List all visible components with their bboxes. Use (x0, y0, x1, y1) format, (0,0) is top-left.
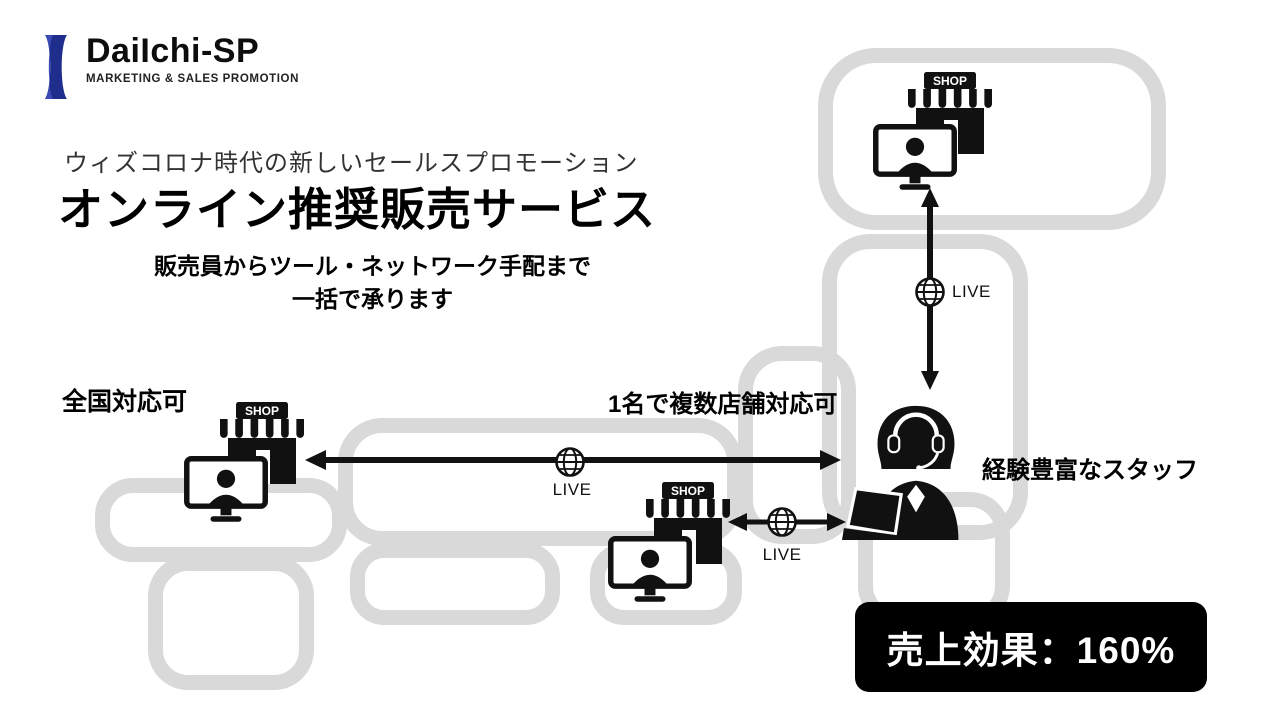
live-label: LIVE (552, 480, 592, 499)
shop-sign-text: SHOP (245, 404, 279, 418)
label-multi-store: 1名で複数店舗対応可 (608, 391, 838, 418)
map-shape-kyushu (148, 556, 314, 690)
globe-icon (915, 277, 945, 307)
page-title: オンライン推奨販売サービス (58, 184, 657, 235)
logo-name: DaiIchi-SP (86, 32, 260, 70)
live-label: LIVE (762, 545, 802, 564)
sales-effect-text: 売上効果：160% (886, 630, 1176, 671)
globe-icon (555, 447, 585, 477)
subtitle-line1: 販売員からツール・ネットワーク手配まで (154, 253, 591, 279)
shop-sign-text: SHOP (933, 74, 967, 88)
subtitle-line2: 一括で承ります (292, 286, 453, 313)
map-shape-chubu (338, 418, 742, 546)
map-shape-shikoku-west (350, 543, 560, 625)
label-nationwide: 全国対応可 (62, 388, 188, 416)
monitor-salesperson-icon (608, 536, 692, 602)
logo-text: DaiIchi-SP MARKETING & SALES PROMOTION (86, 32, 299, 85)
shop-sign-text: SHOP (671, 484, 705, 498)
label-experienced-staff: 経験豊富なスタッフ (982, 457, 1198, 484)
subtitle: 販売員からツール・ネットワーク手配まで 一括で承ります (60, 250, 685, 317)
monitor-salesperson-icon (184, 456, 268, 522)
sales-effect-badge: 売上効果：160% (855, 602, 1207, 692)
staff-operator-icon (842, 405, 959, 540)
map-shape-kanto (738, 346, 856, 544)
globe-icon (767, 507, 797, 537)
map-shape-hokkaido (818, 48, 1166, 230)
live-label: LIVE (952, 282, 991, 301)
logo-mark-icon (45, 35, 67, 99)
logo-tagline: MARKETING & SALES PROMOTION (86, 72, 299, 85)
logo: DaiIchi-SP MARKETING & SALES PROMOTION (38, 32, 299, 100)
kicker-text: ウィズコロナ時代の新しいセールスプロモーション (64, 150, 639, 177)
monitor-salesperson-icon (873, 124, 957, 190)
